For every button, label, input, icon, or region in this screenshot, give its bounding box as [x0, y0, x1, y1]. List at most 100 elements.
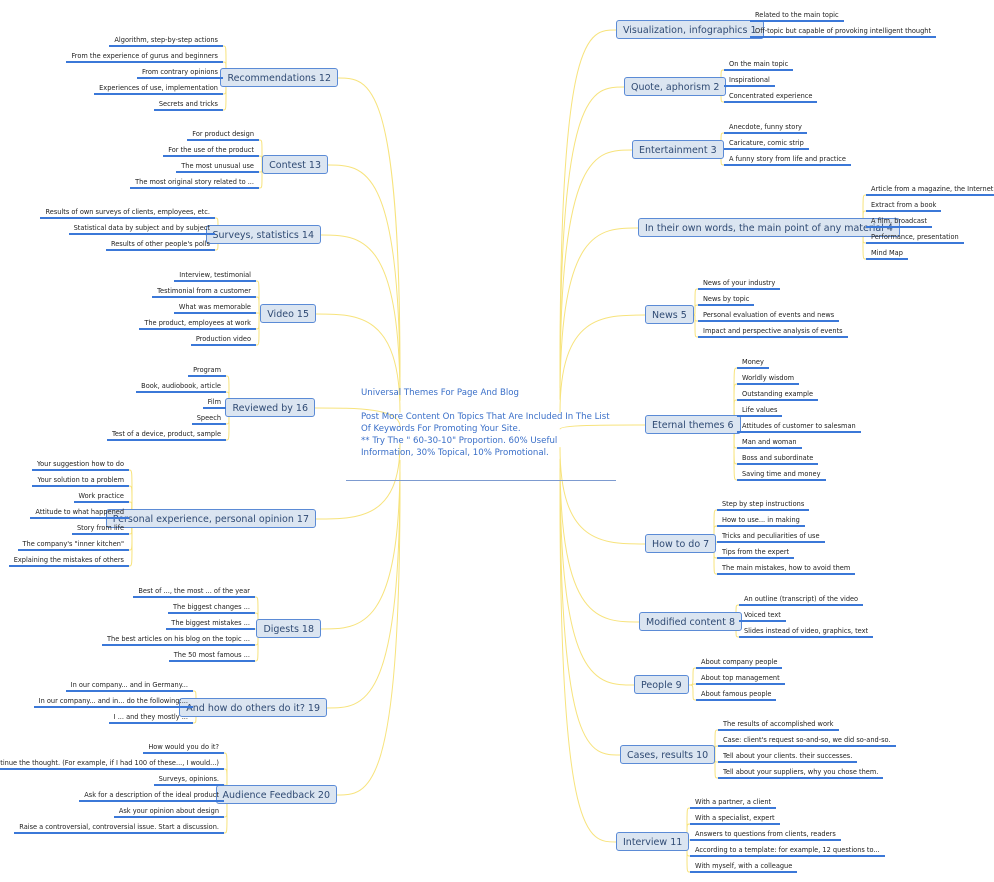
subtopic[interactable]: Saving time and money: [737, 468, 826, 481]
subtopic[interactable]: Ask for a description of the ideal produ…: [79, 789, 224, 802]
topic-1[interactable]: Visualization, infographics 1: [616, 20, 764, 39]
subtopic[interactable]: Attitudes of customer to salesman: [737, 420, 861, 433]
subtopic[interactable]: Step by step instructions: [717, 498, 810, 511]
subtopic[interactable]: Production video: [190, 333, 256, 346]
subtopic[interactable]: Best of ..., the most ... of the year: [133, 585, 255, 598]
subtopic[interactable]: About top management: [696, 672, 785, 685]
topic-13[interactable]: Contest 13: [262, 155, 328, 174]
subtopic[interactable]: Answers to questions from clients, reade…: [690, 828, 841, 841]
subtopic[interactable]: On the main topic: [724, 58, 794, 71]
subtopic[interactable]: Tricks and peculiarities of use: [717, 530, 825, 543]
topic-15[interactable]: Video 15: [260, 304, 316, 323]
subtopic[interactable]: The biggest mistakes ...: [166, 617, 255, 630]
subtopic[interactable]: Case: client's request so-and-so, we did…: [718, 734, 896, 747]
subtopic[interactable]: The most unusual use: [176, 160, 259, 173]
subtopic[interactable]: Inspirational: [724, 74, 775, 87]
subtopic[interactable]: Boss and subordinate: [737, 452, 819, 465]
topic-19[interactable]: And how do others do it? 19: [179, 698, 327, 717]
subtopic[interactable]: Film: [202, 396, 226, 409]
topic-12[interactable]: Recommendations 12: [220, 68, 338, 87]
subtopic[interactable]: Concentrated experience: [724, 90, 818, 103]
subtopic[interactable]: In our company... and in Germany...: [65, 679, 193, 692]
topic-7[interactable]: How to do 7: [645, 534, 717, 553]
subtopic[interactable]: Life values: [737, 404, 783, 417]
topic-14[interactable]: Surveys, statistics 14: [205, 225, 321, 244]
subtopic[interactable]: Results of other people's polls: [105, 238, 215, 251]
subtopic[interactable]: For the use of the product: [163, 144, 259, 157]
subtopic[interactable]: Tell about your suppliers, why you chose…: [718, 766, 884, 779]
subtopic[interactable]: Your solution to a problem: [32, 474, 129, 487]
subtopic[interactable]: How would you do it?: [143, 741, 224, 754]
subtopic[interactable]: Tell about your clients. their successes…: [718, 750, 858, 763]
subtopic[interactable]: Performance, presentation: [866, 231, 964, 244]
subtopic[interactable]: Statistical data by subject and by subje…: [68, 222, 215, 235]
subtopic[interactable]: Raise a controversial, controversial iss…: [14, 821, 224, 834]
subtopic[interactable]: The biggest changes ...: [167, 601, 255, 614]
subtopic[interactable]: Tips from the expert: [717, 546, 795, 559]
subtopic[interactable]: Surveys, opinions.: [153, 773, 224, 786]
subtopic[interactable]: The most original story related to ...: [130, 176, 259, 189]
subtopic[interactable]: Personal evaluation of events and news: [698, 309, 840, 322]
subtopic[interactable]: Continue the thought. (For example, if I…: [0, 757, 224, 770]
subtopic[interactable]: Test of a device, product, sample: [106, 428, 226, 441]
subtopic[interactable]: Your suggestion how to do: [31, 458, 129, 471]
topic-16[interactable]: Reviewed by 16: [225, 398, 315, 417]
subtopic[interactable]: About famous people: [696, 688, 777, 701]
subtopic[interactable]: An outline (transcript) of the video: [739, 593, 864, 606]
subtopic[interactable]: Money: [737, 356, 769, 369]
subtopic[interactable]: Book, audiobook, article: [136, 380, 226, 393]
topic-10[interactable]: Cases, results 10: [620, 745, 716, 764]
subtopic[interactable]: Worldly wisdom: [737, 372, 800, 385]
topic-8[interactable]: Modified content 8: [639, 612, 742, 631]
central-topic[interactable]: Universal Themes For Page And Blog Post …: [346, 386, 616, 481]
topic-9[interactable]: People 9: [634, 675, 689, 694]
subtopic[interactable]: Extract from a book: [866, 199, 942, 212]
subtopic[interactable]: Ask your opinion about design: [113, 805, 224, 818]
topic-5[interactable]: News 5: [645, 305, 694, 324]
subtopic[interactable]: I ... and they mostly ...: [108, 711, 193, 724]
subtopic[interactable]: Story from life: [72, 522, 129, 535]
subtopic[interactable]: Program: [188, 364, 226, 377]
subtopic[interactable]: Mind Map: [866, 247, 908, 260]
subtopic[interactable]: The product, employees at work: [139, 317, 256, 330]
subtopic[interactable]: Results of own surveys of clients, emplo…: [40, 206, 215, 219]
topic-17[interactable]: Personal experience, personal opinion 17: [105, 509, 316, 528]
subtopic[interactable]: Algorithm, step-by-step actions: [109, 34, 223, 47]
subtopic[interactable]: Experiences of use, implementation: [94, 82, 223, 95]
subtopic[interactable]: News by topic: [698, 293, 755, 306]
subtopic[interactable]: How to use... in making: [717, 514, 805, 527]
subtopic[interactable]: With a partner, a client: [690, 796, 777, 809]
subtopic[interactable]: According to a template: for example, 12…: [690, 844, 885, 857]
subtopic[interactable]: Anecdote, funny story: [724, 121, 807, 134]
subtopic[interactable]: A funny story from life and practice: [724, 153, 851, 166]
subtopic[interactable]: News of your industry: [698, 277, 781, 290]
subtopic[interactable]: Caricature, comic strip: [724, 137, 809, 150]
subtopic[interactable]: The best articles on his blog on the top…: [102, 633, 255, 646]
topic-4[interactable]: In their own words, the main point of an…: [638, 218, 900, 237]
subtopic[interactable]: Interview, testimonial: [174, 269, 256, 282]
subtopic[interactable]: Outstanding example: [737, 388, 819, 401]
subtopic[interactable]: A film, broadcast: [866, 215, 932, 228]
subtopic[interactable]: From the experience of gurus and beginne…: [66, 50, 223, 63]
subtopic[interactable]: With a specialist, expert: [690, 812, 780, 825]
subtopic[interactable]: Article from a magazine, the Internet: [866, 183, 994, 196]
topic-20[interactable]: Audience Feedback 20: [215, 785, 337, 804]
subtopic[interactable]: Attitude to what happened: [30, 506, 129, 519]
subtopic[interactable]: From contrary opinions: [136, 66, 223, 79]
subtopic[interactable]: The 50 most famous ...: [168, 649, 255, 662]
subtopic[interactable]: With myself, with a colleague: [690, 860, 798, 873]
subtopic[interactable]: Secrets and tricks: [153, 98, 223, 111]
topic-18[interactable]: Digests 18: [256, 619, 321, 638]
subtopic[interactable]: About company people: [696, 656, 783, 669]
subtopic[interactable]: Off-topic but capable of provoking intel…: [750, 25, 937, 38]
subtopic[interactable]: The results of accomplished work: [718, 718, 839, 731]
subtopic[interactable]: Man and woman: [737, 436, 802, 449]
subtopic[interactable]: Impact and perspective analysis of event…: [698, 325, 848, 338]
subtopic[interactable]: Explaining the mistakes of others: [8, 554, 129, 567]
subtopic[interactable]: The main mistakes, how to avoid them: [717, 562, 856, 575]
subtopic[interactable]: Work practice: [73, 490, 129, 503]
topic-11[interactable]: Interview 11: [616, 832, 690, 851]
subtopic[interactable]: Speech: [191, 412, 226, 425]
topic-2[interactable]: Quote, aphorism 2: [624, 77, 727, 96]
subtopic[interactable]: For product design: [187, 128, 259, 141]
